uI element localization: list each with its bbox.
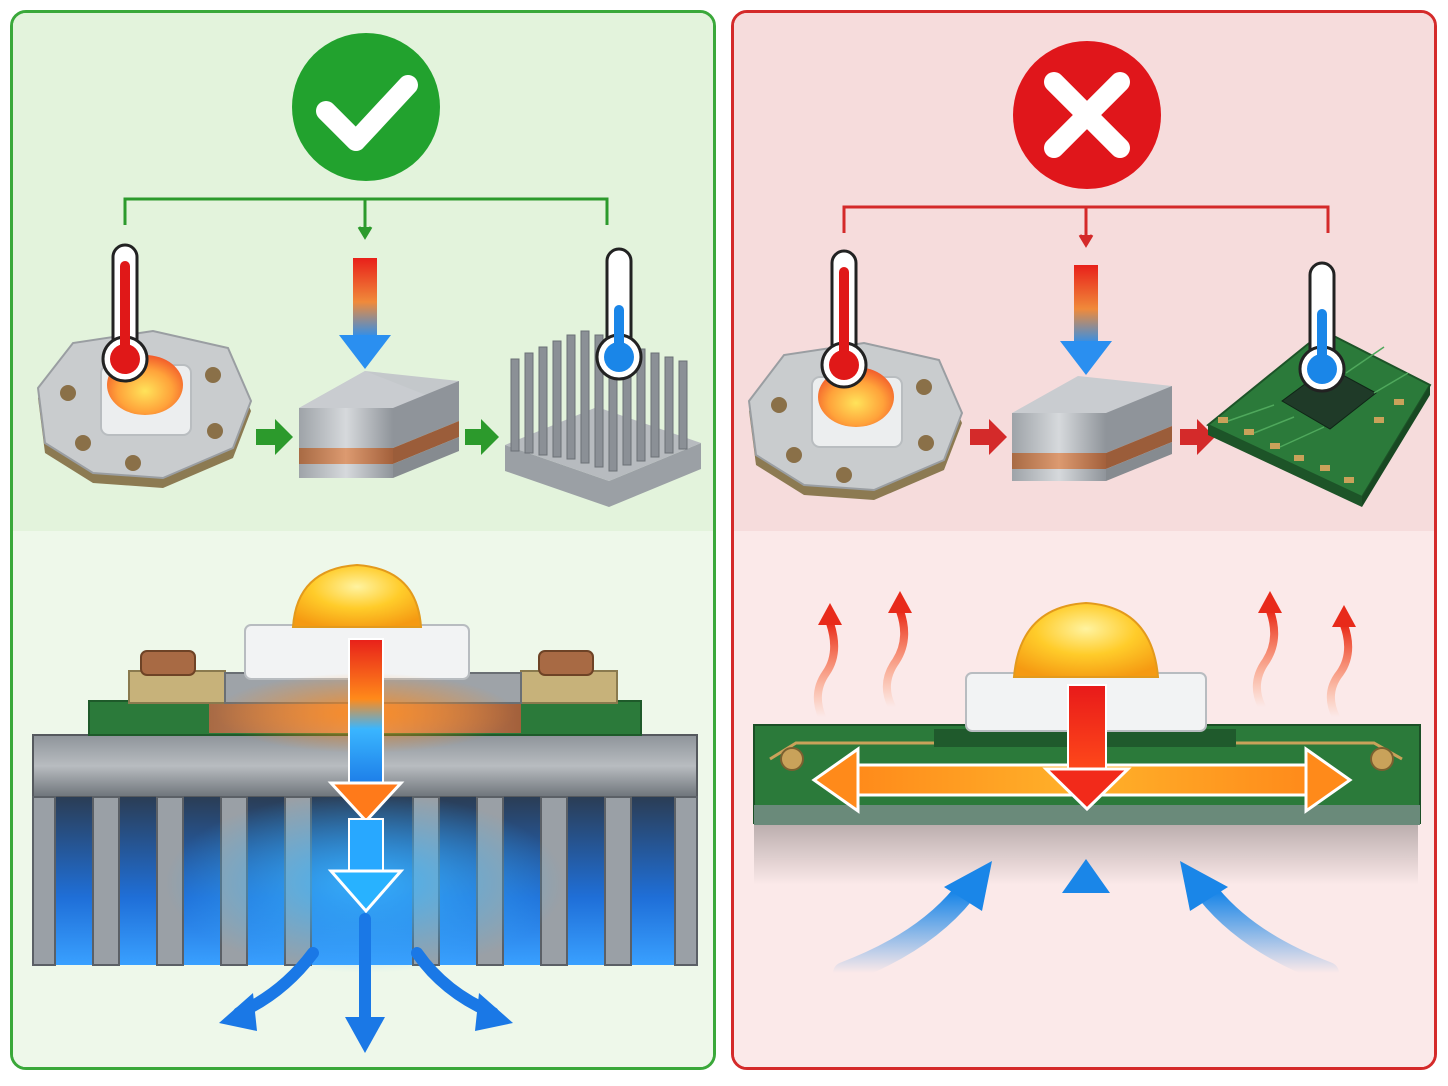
chain-arrow-2 [465,419,499,455]
checkmark-icon [316,75,418,151]
distribution-bracket [123,197,609,240]
distribution-bracket [842,205,1330,248]
air-inflow-arrowheads [944,859,1228,911]
thermal-interface-block [1012,376,1172,481]
heat-input-arrow [1060,265,1112,375]
rising-heat-arrowheads [818,591,1356,627]
incorrect-panel [731,10,1437,1070]
correct-panel [10,10,716,1070]
air-outflow-arrowheads [219,993,513,1053]
led-star-board [747,341,964,500]
incorrect-illustration [734,13,1434,1067]
chain-arrow-2 [1180,419,1215,455]
cool-thermometer-icon [595,247,643,381]
led-star-board [36,329,253,488]
chain-arrow-1 [970,419,1007,455]
air-inflow-arrows [833,882,1339,1016]
hot-thermometer-icon [820,249,868,389]
cross-badge [1013,41,1161,189]
rising-heat-wafts [813,607,1353,721]
thermal-interface-block [299,371,459,478]
chain-arrow-1 [256,419,293,455]
cool-thermometer-icon [1298,261,1346,393]
bare-pcb [1206,329,1432,507]
cross-icon [1044,72,1130,158]
heat-flow-down-arrow [327,638,405,914]
hot-thermometer-icon [101,243,149,383]
heat-flow-down-arrow [1042,684,1132,812]
correct-illustration [13,13,713,1067]
heat-input-arrow [339,258,391,369]
checkmark-badge [292,33,440,181]
finned-heatsink [505,330,701,507]
